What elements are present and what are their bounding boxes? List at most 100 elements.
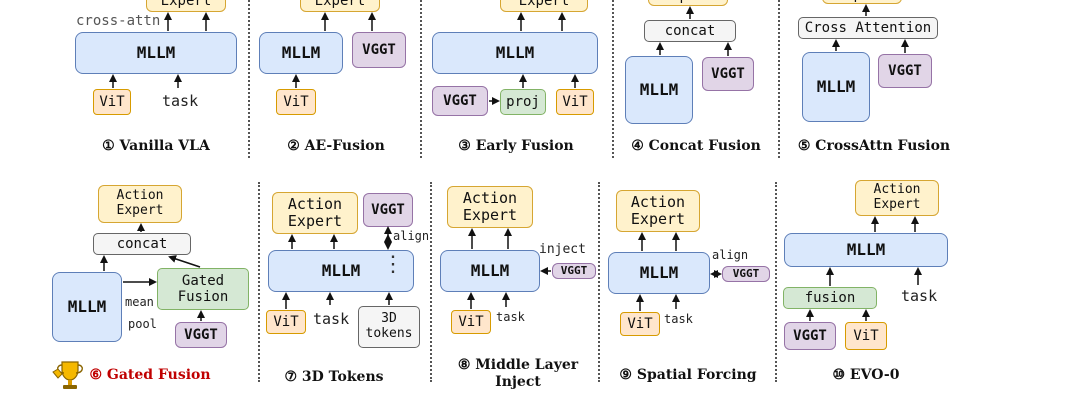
panel2-vit-box: ViT <box>276 89 316 115</box>
panel1-expert-box: Expert <box>146 0 226 12</box>
caption-early-fusion: ③ Early Fusion <box>458 138 574 154</box>
panel5-cross-attention-label: Cross Attention <box>804 19 932 36</box>
panel6-concat-label: concat <box>116 235 168 252</box>
separator-top-2 <box>420 0 422 158</box>
panel6-mean-label: mean <box>125 295 154 309</box>
panel9-vggt-label: VGGT <box>732 266 760 280</box>
panel4-concat-label: concat <box>664 22 716 39</box>
panel6-vggt-label: VGGT <box>184 326 218 343</box>
panel6-concat-box: concat <box>93 233 191 255</box>
caption-middle-layer-inject: ⑧ Middle Layer Inject <box>453 357 583 391</box>
panel6-action-expert-box: Action Expert <box>98 185 182 223</box>
panel7-action-expert-box: Action Expert <box>272 192 358 234</box>
caption-gated-fusion: ⑥ Gated Fusion <box>89 367 211 383</box>
panel8-vggt-label: VGGT <box>560 263 588 277</box>
panel8-mllm-box: MLLM <box>440 250 540 292</box>
panel2-mllm-box: MLLM <box>259 32 343 74</box>
panel6-mllm-box: MLLM <box>52 272 122 342</box>
panel10-fusion-box: fusion <box>783 287 877 309</box>
separator-top-3 <box>612 0 614 158</box>
panel7-dots-label: ⋮ <box>382 252 404 277</box>
panel1-task-label: task <box>162 92 199 110</box>
panel5-cross-attention-box: Cross Attention <box>798 17 938 39</box>
panel10-mllm-label: MLLM <box>846 239 886 259</box>
panel8-action-expert-box: Action Expert <box>447 186 533 228</box>
panel1-vit-box: ViT <box>93 89 131 115</box>
panel6-vggt-box: VGGT <box>175 322 227 348</box>
panel10-vit-box: ViT <box>845 322 887 350</box>
panel7-mllm-box: MLLM <box>268 250 414 292</box>
separator-bottom-3 <box>598 182 600 382</box>
panel2-vggt-label: VGGT <box>362 41 396 58</box>
panel7-expert-label: Expert <box>287 212 343 230</box>
trophy-icon <box>52 361 83 389</box>
panel7-action-label: Action <box>287 194 343 213</box>
panel9-action-expert-box: Action Expert <box>616 190 700 232</box>
panel4-vggt-box: VGGT <box>702 57 754 91</box>
panel2-expert-label: Expert <box>314 0 366 9</box>
panel8-inject-label: inject <box>539 242 586 257</box>
panel3-mllm-label: MLLM <box>495 42 535 62</box>
panel10-vggt-box: VGGT <box>784 322 836 350</box>
panel9-action-label: Action <box>630 192 686 211</box>
caption-vanilla-vla: ① Vanilla VLA <box>102 138 210 154</box>
panel9-mllm-box: MLLM <box>608 252 710 294</box>
separator-top-1 <box>248 0 250 158</box>
panel3-proj-label: proj <box>506 93 540 110</box>
panel7-vit-label: ViT <box>273 313 299 330</box>
panel2-expert-box: Expert <box>300 0 380 12</box>
panel2-vggt-box: VGGT <box>352 32 406 68</box>
panel7-tokens-label: tokens <box>365 326 413 341</box>
caption-ae-fusion: ② AE-Fusion <box>287 138 385 154</box>
panel3-vit-box: ViT <box>556 89 594 115</box>
panel10-vit-label: ViT <box>853 327 879 344</box>
panel5-mllm-box: MLLM <box>802 52 870 122</box>
panel8-action-label: Action <box>462 188 518 207</box>
caption-evo-0: ⑩ EVO-0 <box>832 367 900 383</box>
panel4-expert-label: Expert <box>663 0 714 4</box>
panel4-concat-box: concat <box>644 20 736 42</box>
panel9-align-label: align <box>712 248 749 262</box>
panel6-gated-fusion-box: Gated Fusion <box>157 268 249 310</box>
panel3-proj-box: proj <box>500 89 546 115</box>
panel7-3d-tokens-box: 3D tokens <box>358 306 420 348</box>
panel10-action-label: Action <box>873 182 921 198</box>
panel10-action-expert-box: Action Expert <box>855 180 939 216</box>
panel8-task-label: task <box>496 310 525 324</box>
panel8-mllm-label: MLLM <box>470 260 510 280</box>
panel7-mllm-label: MLLM <box>321 260 361 280</box>
panel7-task-label: task <box>313 310 350 328</box>
panel9-expert-label: Expert <box>630 210 686 228</box>
panel8-vit-label: ViT <box>458 313 484 330</box>
panel4-mllm-label: MLLM <box>639 79 679 99</box>
panel1-vit-label: ViT <box>99 93 125 110</box>
panel6-expert-label: Expert <box>116 203 164 218</box>
panel1-cross-attn-label: cross-attn <box>76 13 161 29</box>
panel7-align-label: align <box>393 229 430 243</box>
panel10-mllm-box: MLLM <box>784 233 948 267</box>
caption-crossattn-fusion: ⑤ CrossAttn Fusion <box>797 138 951 154</box>
panel6-fusion-label: Fusion <box>177 289 229 305</box>
panel2-vit-label: ViT <box>283 93 309 110</box>
panel6-pool-label: pool <box>128 317 157 331</box>
panel3-mllm-box: MLLM <box>432 32 598 74</box>
panel3-vggt-label: VGGT <box>443 92 477 109</box>
panel5-vggt-label: VGGT <box>888 62 922 79</box>
caption-middle-layer-line1: ⑧ Middle Layer <box>457 357 579 373</box>
separator-bottom-4 <box>775 182 777 382</box>
panel4-vggt-label: VGGT <box>711 65 745 82</box>
panel5-vggt-box: VGGT <box>878 54 932 88</box>
panel7-vit-box: ViT <box>266 310 306 334</box>
separator-bottom-2 <box>430 182 432 382</box>
panel5-expert-label: Expert <box>837 0 888 3</box>
panel1-mllm-box: MLLM <box>75 32 237 74</box>
panel7-vggt-label: VGGT <box>371 201 405 218</box>
panel9-vit-label: ViT <box>627 315 653 332</box>
panel10-fusion-label: fusion <box>804 289 856 306</box>
panel1-mllm-label: MLLM <box>136 42 176 62</box>
panel8-vit-box: ViT <box>451 310 491 334</box>
panel7-3d-label: 3D <box>381 311 397 327</box>
panel6-action-label: Action <box>116 188 164 204</box>
